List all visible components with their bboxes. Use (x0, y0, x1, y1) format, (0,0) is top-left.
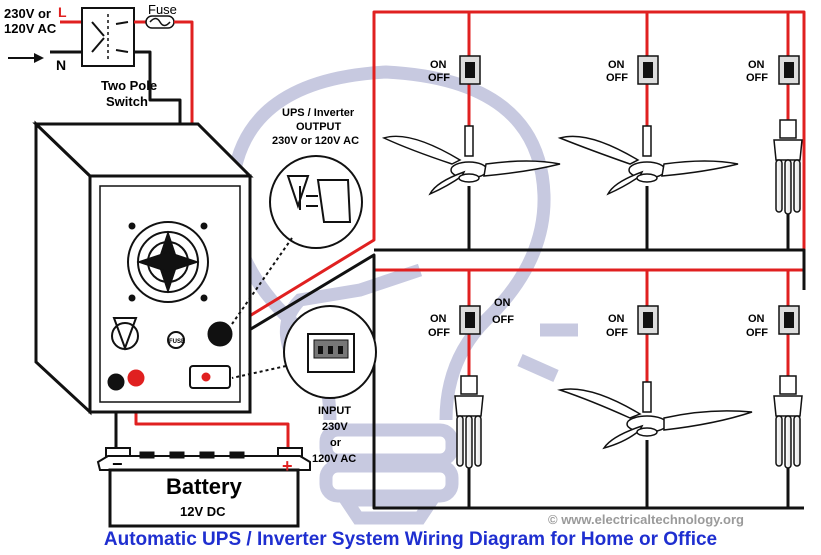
switch5-off: OFF (606, 327, 628, 339)
switch-label-line2: Switch (106, 94, 148, 109)
switch1-on: ON (430, 59, 447, 71)
input-label-line2: 230V (322, 421, 348, 433)
cfl-bulb-icon (454, 375, 484, 469)
ceiling-fan-icon (557, 125, 739, 196)
ceiling-fan-icon (557, 381, 753, 450)
battery-negative-label: − (112, 454, 123, 474)
cfl-bulb-icon (773, 375, 803, 469)
fuse-icon (134, 15, 175, 29)
diagram-caption: Automatic UPS / Inverter System Wiring D… (103, 529, 718, 550)
input-label-line4: 120V AC (312, 453, 356, 465)
battery-title: Battery (166, 474, 243, 499)
switch-label-line1: Two Pole (101, 78, 157, 93)
battery-positive-label: + (282, 456, 293, 476)
output-label-line1: UPS / Inverter (282, 107, 355, 119)
switch-on-off-labels: ON OFF ON OFF ON OFF ON OFF ON OFF ON OF… (428, 59, 768, 339)
inverter-fuse-text: FUSE (169, 339, 185, 345)
switch4-on: ON (430, 313, 447, 325)
output-label-line2: OUTPUT (296, 121, 342, 133)
supply-lines (8, 20, 82, 63)
output-label-line3: 230V or 120V AC (272, 135, 359, 147)
input-label-line1: INPUT (318, 405, 351, 417)
switch4-off: OFF (428, 327, 450, 339)
ceiling-fan-icon (381, 125, 561, 196)
two-pole-switch-icon (81, 7, 135, 67)
switch1-off: OFF (428, 72, 450, 84)
switch2-off: OFF (606, 72, 628, 84)
switch5-on: ON (608, 313, 625, 325)
output-plug-magnifier-icon (231, 155, 363, 325)
wall-switch-icon (459, 55, 800, 335)
live-label: L (58, 4, 67, 20)
cfl-bulb-icon (773, 119, 803, 215)
ups-inverter-unit-icon (32, 120, 254, 416)
switch4b-on: ON (494, 297, 511, 309)
switch3-off: OFF (746, 72, 768, 84)
supply-voltage-line1: 230V or (4, 6, 51, 21)
switch4b-off: OFF (492, 314, 514, 326)
watermark-text: © www.electricaltechnology.org (548, 512, 744, 527)
battery-voltage: 12V DC (180, 504, 226, 519)
input-label-line3: or (330, 437, 342, 449)
switch6-off: OFF (746, 327, 768, 339)
supply-voltage-line2: 120V AC (4, 21, 57, 36)
battery-icon (96, 447, 311, 528)
switch6-on: ON (748, 313, 765, 325)
switch2-on: ON (608, 59, 625, 71)
fuse-label: Fuse (148, 2, 177, 17)
neutral-label: N (56, 57, 66, 73)
input-socket-magnifier-icon (231, 305, 377, 399)
switch3-on: ON (748, 59, 765, 71)
